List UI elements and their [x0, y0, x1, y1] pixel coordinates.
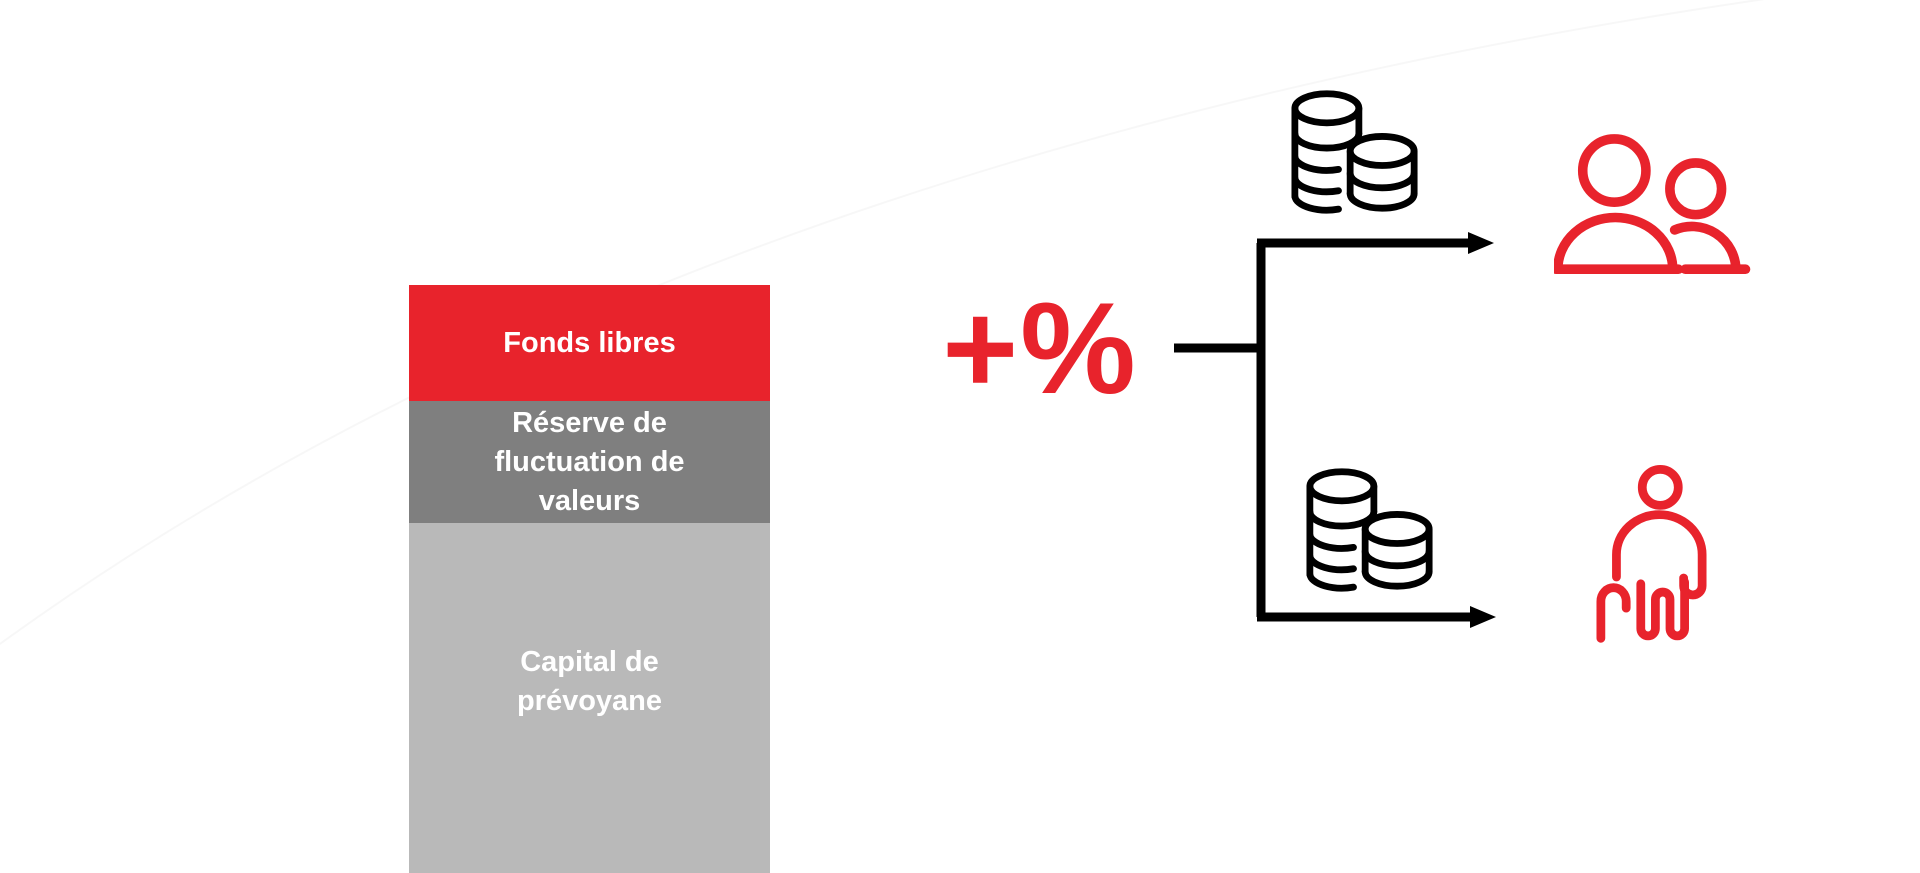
arrow-bottom-head — [1470, 606, 1496, 628]
two-persons-icon — [1554, 134, 1751, 274]
branch-connector — [1174, 232, 1496, 628]
coin-stacks-icon — [1291, 84, 1419, 216]
bar-segment-fonds-libres: Fonds libres — [409, 285, 770, 401]
coin-stacks-icon — [1306, 462, 1434, 594]
elderly-person-with-cane-icon — [1596, 465, 1707, 643]
bar-segment-label: Fonds libres — [503, 326, 676, 359]
plus-percent-label: +% — [942, 275, 1138, 421]
arrow-top-head — [1468, 232, 1494, 254]
